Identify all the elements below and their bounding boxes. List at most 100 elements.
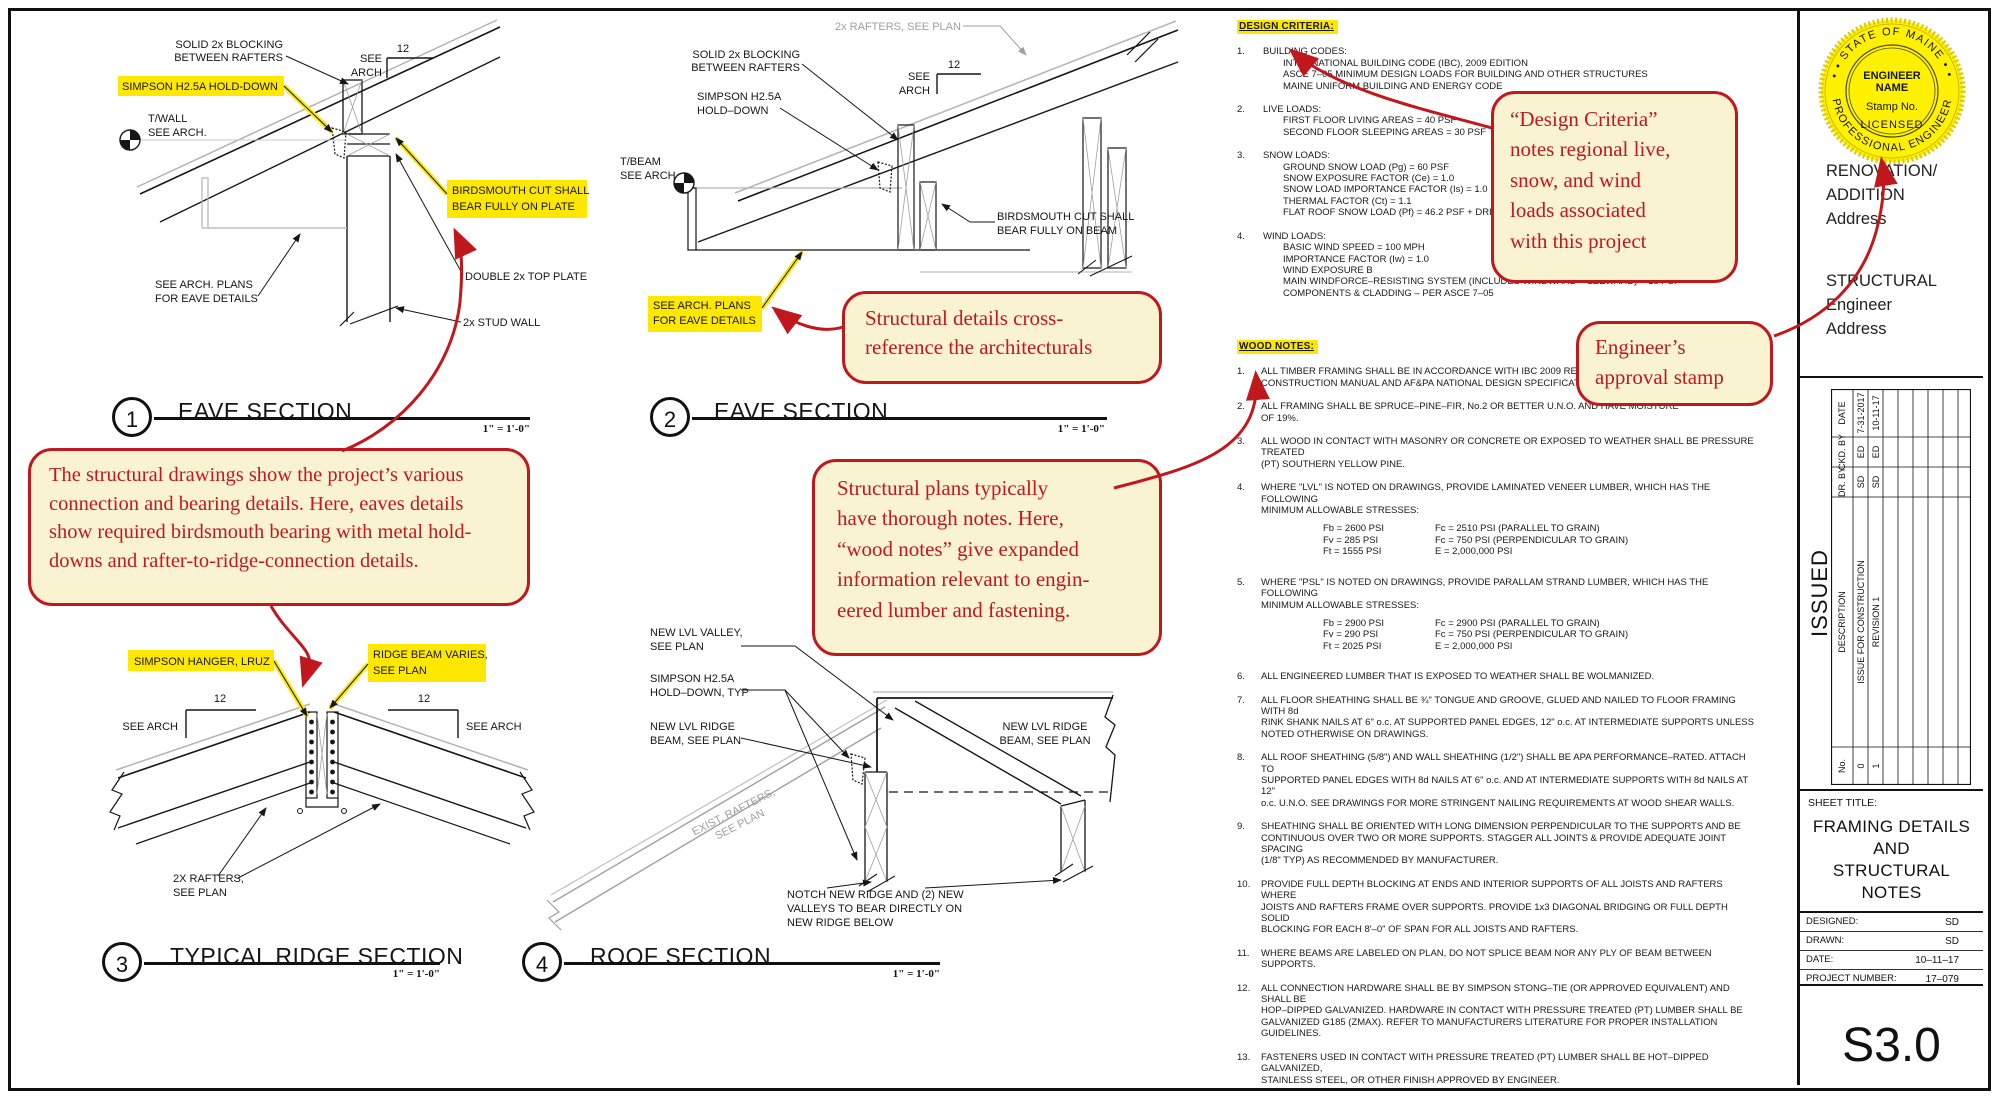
ridge-beam-highlight [368, 644, 486, 682]
revision-table-cell: DR. BY [1837, 466, 1847, 498]
sheet-title-label: SHEET TITLE: [1808, 797, 1878, 809]
stud-wall-label: 2x STUD WALL [463, 317, 540, 329]
birdsmouth-label: BEAR FULLY ON BEAM [997, 225, 1117, 237]
slope-value: 12 [418, 693, 430, 705]
section-3-titleline [144, 962, 440, 965]
callout-wood-notes: Structural plans typically have thorough… [812, 459, 1162, 656]
wood-note-item: 11.WHERE BEAMS ARE LABELED ON PLAN, DO N… [1237, 947, 1712, 971]
hanger-nails [309, 719, 335, 795]
see-arch-label: ARCH [899, 85, 930, 97]
wood-note-item: 7.ALL FLOOR SHEATHING SHALL BE ¾" TONGUE… [1237, 694, 1754, 740]
titleblock-field: DESIGNED:SD [1800, 913, 1983, 932]
blocking-label: SOLID 2x BLOCKING [175, 39, 283, 51]
see-arch-label: SEE [908, 71, 930, 83]
notch-label: VALLEYS TO BEAR DIRECTLY ON [787, 903, 962, 915]
stamp-number: Stamp No. [1866, 101, 1918, 113]
wood-note-item: 14.ALIGN COLUMNS SUCH THAT COLUMNS BEAR … [1237, 1098, 1757, 1099]
simpson-holddown-highlight [118, 76, 284, 96]
blocking-label: BETWEEN RAFTERS [174, 52, 283, 64]
simpson-holddown-label: SIMPSON H2.5A [697, 91, 782, 103]
hanger-label: SIMPSON HANGER, LRUZ [134, 656, 270, 668]
wood-note-item: 13.FASTENERS USED IN CONTACT WITH PRESSU… [1237, 1051, 1709, 1086]
birdsmouth-label: BIRDSMOUTH CUT SHALL [452, 185, 589, 197]
callout-engineer-stamp: Engineer’s approval stamp [1576, 321, 1773, 406]
wood-notes-block: WOOD NOTES: 1.ALL TIMBER FRAMING SHALL B… [1237, 340, 1757, 1099]
section-1-bubble: 1 [112, 397, 152, 437]
slope-value: 12 [214, 693, 226, 705]
stamp-licensed: LICENSED [1860, 119, 1923, 131]
issued-label: ISSUED [1807, 549, 1832, 637]
see-arch-label: SEE [360, 53, 382, 65]
revision-table-cell: SD [1870, 475, 1881, 489]
ridge-section-drawing: 12 12 SEE ARCH SEE ARCH SIMPSON HANGER, … [109, 644, 535, 899]
section-3-scale: 1" = 1'-0" [392, 968, 440, 980]
ridge-beam-label: BEAM, SEE PLAN [999, 735, 1090, 747]
title-block: • • STATE OF MAINE • • PROFESSIONAL ENGI… [1797, 11, 1983, 1085]
wood-note-item: 10.PROVIDE FULL DEPTH BLOCKING AT ENDS A… [1237, 878, 1728, 936]
eave-section-1-drawing: 12 SEE ARCH SOLID 2x BLOCKING BETWEEN RA… [118, 19, 589, 329]
stamp-engineer-name: ENGINEER [1863, 70, 1921, 82]
section-4-scale: 1" = 1'-0" [892, 968, 940, 980]
section-4-titleline [564, 962, 940, 965]
notch-label: NEW RIDGE BELOW [787, 917, 894, 929]
revision-table-cell: No. [1837, 758, 1847, 774]
revision-table-cell: 7-31-2017 [1855, 392, 1866, 434]
eave-section-2-drawing: 2x RAFTERS, SEE PLAN 12 SEE ARCH SOLID 2… [620, 20, 1179, 332]
blocking-label: BETWEEN RAFTERS [691, 62, 800, 74]
see-arch-label: SEE ARCH [466, 721, 522, 733]
section-2-titleline [692, 417, 1107, 420]
birdsmouth-label: BIRDSMOUTH CUT SHALL [997, 211, 1134, 223]
eave-plans-label: SEE ARCH. PLANS [155, 279, 253, 291]
rafters-label: SEE PLAN [173, 887, 227, 899]
wood-note-item: 3.ALL WOOD IN CONTACT WITH MASONRY OR CO… [1237, 436, 1754, 470]
wood-note-item: 9.SHEATHING SHALL BE ORIENTED WITH LONG … [1237, 821, 1741, 867]
section-4-bubble: 4 [522, 942, 562, 982]
wood-note-item: 1.ALL TIMBER FRAMING SHALL BE IN ACCORDA… [1237, 366, 1663, 389]
wood-note-item: 4.WHERE "LVL" IS NOTED ON DRAWINGS, PROV… [1237, 482, 1711, 558]
revision-table-cell: ED [1855, 445, 1866, 459]
valley-label: SEE PLAN [650, 641, 704, 653]
revision-table-cell: DATE [1837, 401, 1847, 425]
top-plate-label: DOUBLE 2x TOP PLATE [465, 271, 587, 283]
wood-notes-heading: WOOD NOTES: [1237, 340, 1318, 355]
tbeam-datum-icon [673, 172, 695, 194]
section-4-title: ROOF SECTION [590, 943, 772, 969]
revision-table-cell: SD [1855, 475, 1866, 489]
callout-cross-reference: Structural details cross- reference the … [842, 291, 1162, 384]
section-2-title: EAVE SECTION [714, 398, 889, 424]
sheet-number: S3.0 [1842, 1019, 1941, 1072]
revision-table-cell: ISSUE FOR CONSTRUCTION [1855, 560, 1866, 684]
ridge-beam-label: NEW LVL RIDGE [1003, 721, 1088, 733]
titleblock-number-section: S3.0 [1800, 986, 1983, 1083]
wood-note-item: 8.ALL ROOF SHEATHING (5/8") AND WALL SHE… [1237, 752, 1748, 809]
birdsmouth-label: BEAR FULLY ON PLATE [452, 201, 575, 213]
revision-table-cell: DESCRIPTION [1837, 591, 1847, 653]
twall-label: SEE ARCH. [148, 127, 207, 139]
valley-label: NEW LVL VALLEY, [650, 627, 743, 639]
blocking-label: SOLID 2x BLOCKING [692, 49, 800, 61]
revision-table-cell: REVISION 1 [1870, 596, 1881, 648]
simpson-holddown-label: SIMPSON H2.5A HOLD-DOWN [122, 81, 278, 93]
slope-value: 12 [948, 59, 960, 71]
sheet-title: STRUCTURAL [1832, 861, 1951, 880]
callout-structural-drawings: The structural drawings show the project… [28, 448, 530, 606]
simpson-holddown-label: SIMPSON H2.5A [650, 673, 735, 685]
section-3-bubble: 3 [102, 942, 142, 982]
ridge-beam-label: SEE PLAN [373, 665, 427, 677]
section-1-title: EAVE SECTION [178, 398, 353, 424]
rafters-label: 2X RAFTERS, [173, 873, 244, 885]
section-3-title: TYPICAL RIDGE SECTION [170, 943, 464, 969]
twall-label: T/WALL [148, 113, 187, 125]
roof-section-drawing: NEW LVL VALLEY, SEE PLAN SIMPSON H2.5A H… [546, 627, 1116, 931]
tbeam-label: T/BEAM [620, 156, 661, 168]
section-2-bubble: 2 [650, 397, 690, 437]
titleblock-field: PROJECT NUMBER:17–079 [1806, 973, 1959, 985]
titleblock-stamp-section: • • STATE OF MAINE • • PROFESSIONAL ENGI… [1800, 11, 1983, 378]
titleblock-field: DATE:10–11–17 [1800, 951, 1983, 970]
revision-table-cell: ED [1870, 445, 1881, 459]
wood-note-item: 5.WHERE "PSL" IS NOTED ON DRAWINGS, PROV… [1237, 576, 1709, 652]
